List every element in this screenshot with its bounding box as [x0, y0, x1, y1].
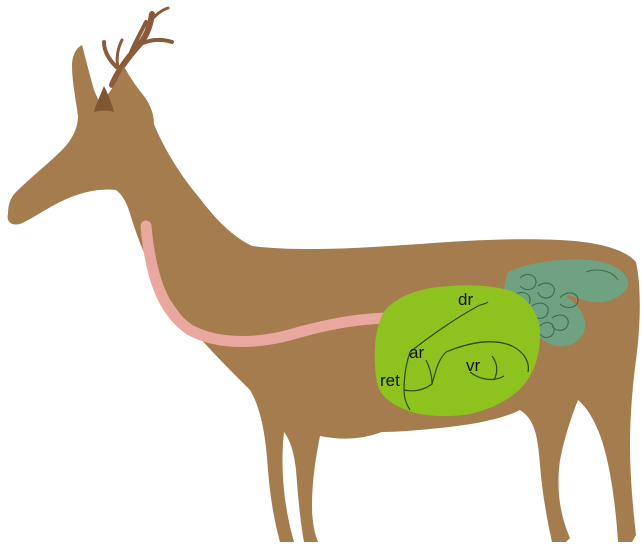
label-dr: dr	[458, 290, 473, 309]
antler	[104, 8, 172, 85]
label-vr: vr	[466, 356, 481, 375]
label-ar: ar	[409, 343, 424, 362]
label-ret: ret	[380, 371, 400, 390]
